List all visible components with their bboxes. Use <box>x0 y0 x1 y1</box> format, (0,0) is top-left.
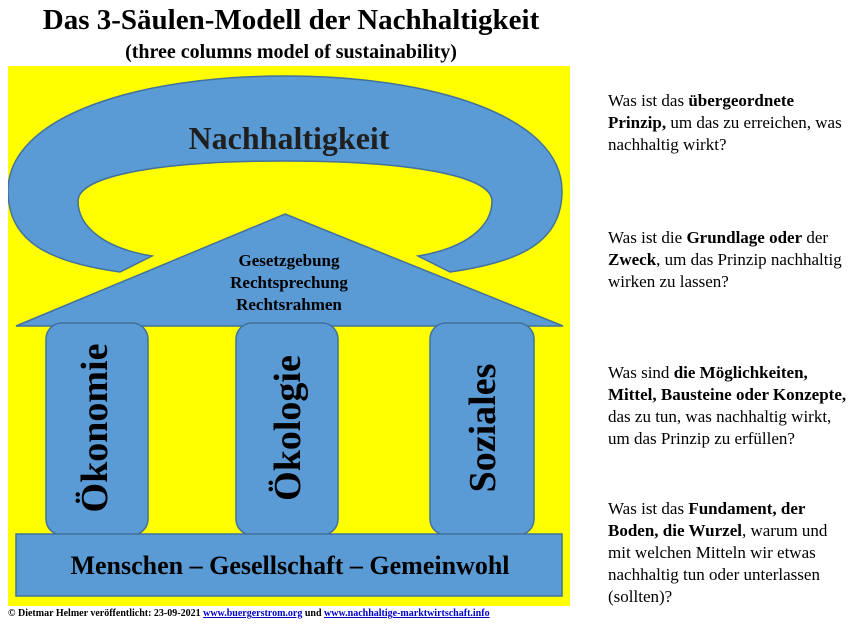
page-title: Das 3-Säulen-Modell der Nachhaltigkeit <box>42 4 540 36</box>
question-text: Was sind <box>608 363 674 382</box>
question-means: Was sind die Möglichkeiten, Mittel, Baus… <box>608 362 848 450</box>
question-text: , warum und mit welchen Mitteln wir etwa… <box>608 521 828 606</box>
question-text-bold: übergeordnete Prinzip, <box>608 91 795 132</box>
footer-link-buergerstrom[interactable]: www.buergerstrom.org <box>203 608 303 619</box>
pillar-label-soziales: Soziales <box>462 364 504 493</box>
question-text: , um das Prinzip nachhaltig wirken zu la… <box>608 250 842 291</box>
question-text: Was ist das <box>608 91 689 110</box>
footer-middle: und <box>302 608 325 619</box>
question-text-bold: Fundament, der Boden, die Wurzel <box>608 499 806 540</box>
question-text-bold: Zweck <box>608 250 657 269</box>
question-text: der <box>802 228 829 247</box>
page-subtitle: (three columns model of sustainability) <box>125 41 457 63</box>
question-purpose: Was ist die Grundlage oder der Zweck, um… <box>608 227 848 293</box>
question-text: um das zu erreichen, was nachhaltig wirk… <box>608 113 842 154</box>
copyright-footer: © Dietmar Helmer veröffentlicht: 23-09-2… <box>8 607 608 621</box>
question-foundation: Was ist das Fundament, der Boden, die Wu… <box>608 498 848 608</box>
arch-label: Nachhaltigkeit <box>189 120 390 156</box>
footer-link-nachhaltige-marktwirtschaft[interactable]: www.nachhaltige-marktwirtschaft.info <box>324 608 490 619</box>
pillar-diagram: Nachhaltigkeit Gesetzgebung Rechtsprechu… <box>7 75 564 597</box>
question-text-bold: Grundlage oder <box>686 228 803 247</box>
question-text: das zu tun, was nachhaltig wirkt, um das… <box>608 407 832 448</box>
roof-line-2: Rechtsprechung <box>230 273 348 292</box>
footer-prefix: © Dietmar Helmer veröffentlicht: 23-09-2… <box>8 608 204 619</box>
diagram-panel: Nachhaltigkeit Gesetzgebung Rechtsprechu… <box>7 66 570 606</box>
roof-line-3: Rechtsrahmen <box>236 295 342 314</box>
question-text: Was ist das <box>608 499 689 518</box>
question-principle: Was ist das übergeordnete Prinzip, um da… <box>608 90 848 156</box>
foundation-label: Menschen – Gesellschaft – Gemeinwohl <box>70 551 509 580</box>
foundation-bar <box>15 533 563 597</box>
arch-ring <box>7 75 563 273</box>
question-text-bold: die Möglichkeiten, Mittel, Bausteine ode… <box>608 363 847 404</box>
roof-line-1: Gesetzgebung <box>238 251 340 270</box>
pillar-label-oekologie: Ökologie <box>267 355 309 501</box>
pillar-label-oekonomie: Ökonomie <box>74 344 116 513</box>
question-text: Was ist die <box>608 228 687 247</box>
